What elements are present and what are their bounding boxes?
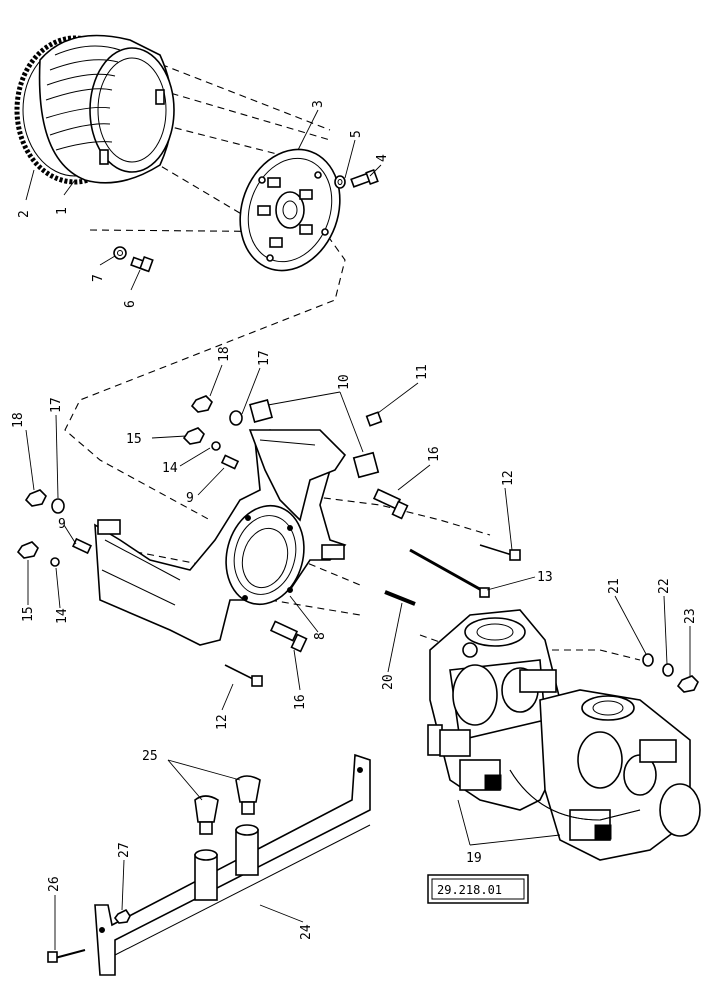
nut-15-part: [16, 427, 205, 559]
callout-11: 11: [415, 364, 430, 380]
pulley-part: [38, 34, 175, 184]
callout-5: 5: [349, 130, 364, 138]
washer-14-part: [50, 441, 221, 567]
callout-14-upper: 14: [162, 461, 178, 476]
callout-26: 26: [47, 876, 62, 892]
callout-2: 2: [17, 210, 32, 218]
bolt-16-part: [269, 488, 409, 653]
callout-16-lower: 16: [293, 694, 308, 710]
callout-12-lower: 12: [215, 714, 230, 730]
callout-18-upper: 18: [217, 346, 232, 362]
callout-labels: 2 1 3 5 4 7 6 18 17 10 11 15 14 16 9 18 …: [11, 100, 698, 940]
callout-25: 25: [142, 749, 158, 764]
callout-17-upper: 17: [257, 350, 272, 366]
hydraulic-pump-assembly-part: [427, 609, 701, 861]
post-cylinder-part: [194, 824, 259, 901]
bolt-4-part: [350, 168, 379, 188]
nut-18-part: [24, 395, 213, 507]
callout-3: 3: [311, 100, 326, 108]
callout-16-upper: 16: [427, 446, 442, 462]
support-stand-part: [94, 753, 371, 976]
callout-23: 23: [683, 608, 698, 624]
callout-9-lower: 9: [58, 517, 66, 532]
fitting-11-part: [365, 411, 383, 427]
callout-22: 22: [657, 578, 672, 594]
callout-21: 21: [607, 578, 622, 594]
rod-13-part: [409, 548, 490, 598]
stud-20-part: [384, 590, 416, 606]
callout-15-upper: 15: [126, 432, 142, 447]
washer-22-part: [662, 663, 674, 677]
callout-7: 7: [91, 274, 106, 282]
callout-8: 8: [313, 632, 328, 640]
callout-10: 10: [337, 374, 352, 390]
nut-23-part: [676, 675, 699, 693]
callout-18-lower: 18: [11, 412, 26, 428]
callout-14-lower: 14: [55, 608, 70, 624]
bushing-10-part: [248, 398, 380, 479]
callout-24: 24: [299, 924, 314, 940]
callout-27: 27: [117, 842, 132, 858]
callout-6: 6: [123, 300, 138, 308]
washer-7-part: [113, 246, 127, 260]
callout-12-upper: 12: [501, 470, 516, 486]
washer-17-part: [51, 410, 243, 514]
bolt-26-part: [47, 949, 86, 963]
callout-15-lower: 15: [21, 606, 36, 622]
washer-21-part: [642, 653, 654, 667]
callout-9-upper: 9: [186, 491, 194, 506]
leader-lines: [25, 109, 691, 950]
callout-20: 20: [381, 674, 396, 690]
callout-4: 4: [375, 154, 390, 162]
bolt-12-part: [224, 544, 521, 687]
callout-1: 1: [55, 207, 70, 215]
rubber-bumper-25-part: [194, 775, 261, 835]
nut-27-part: [113, 908, 131, 924]
damper-plate-part: [239, 148, 341, 272]
bolt-6-part: [130, 255, 154, 273]
callout-13: 13: [537, 570, 553, 585]
washer-5-part: [334, 175, 346, 189]
callout-19: 19: [466, 851, 482, 866]
section-reference-label: 29.218.01: [437, 883, 502, 897]
housing-bracket-part: [94, 429, 347, 646]
section-reference-box: 29.218.01: [427, 874, 529, 904]
callout-17-lower: 17: [49, 397, 64, 413]
